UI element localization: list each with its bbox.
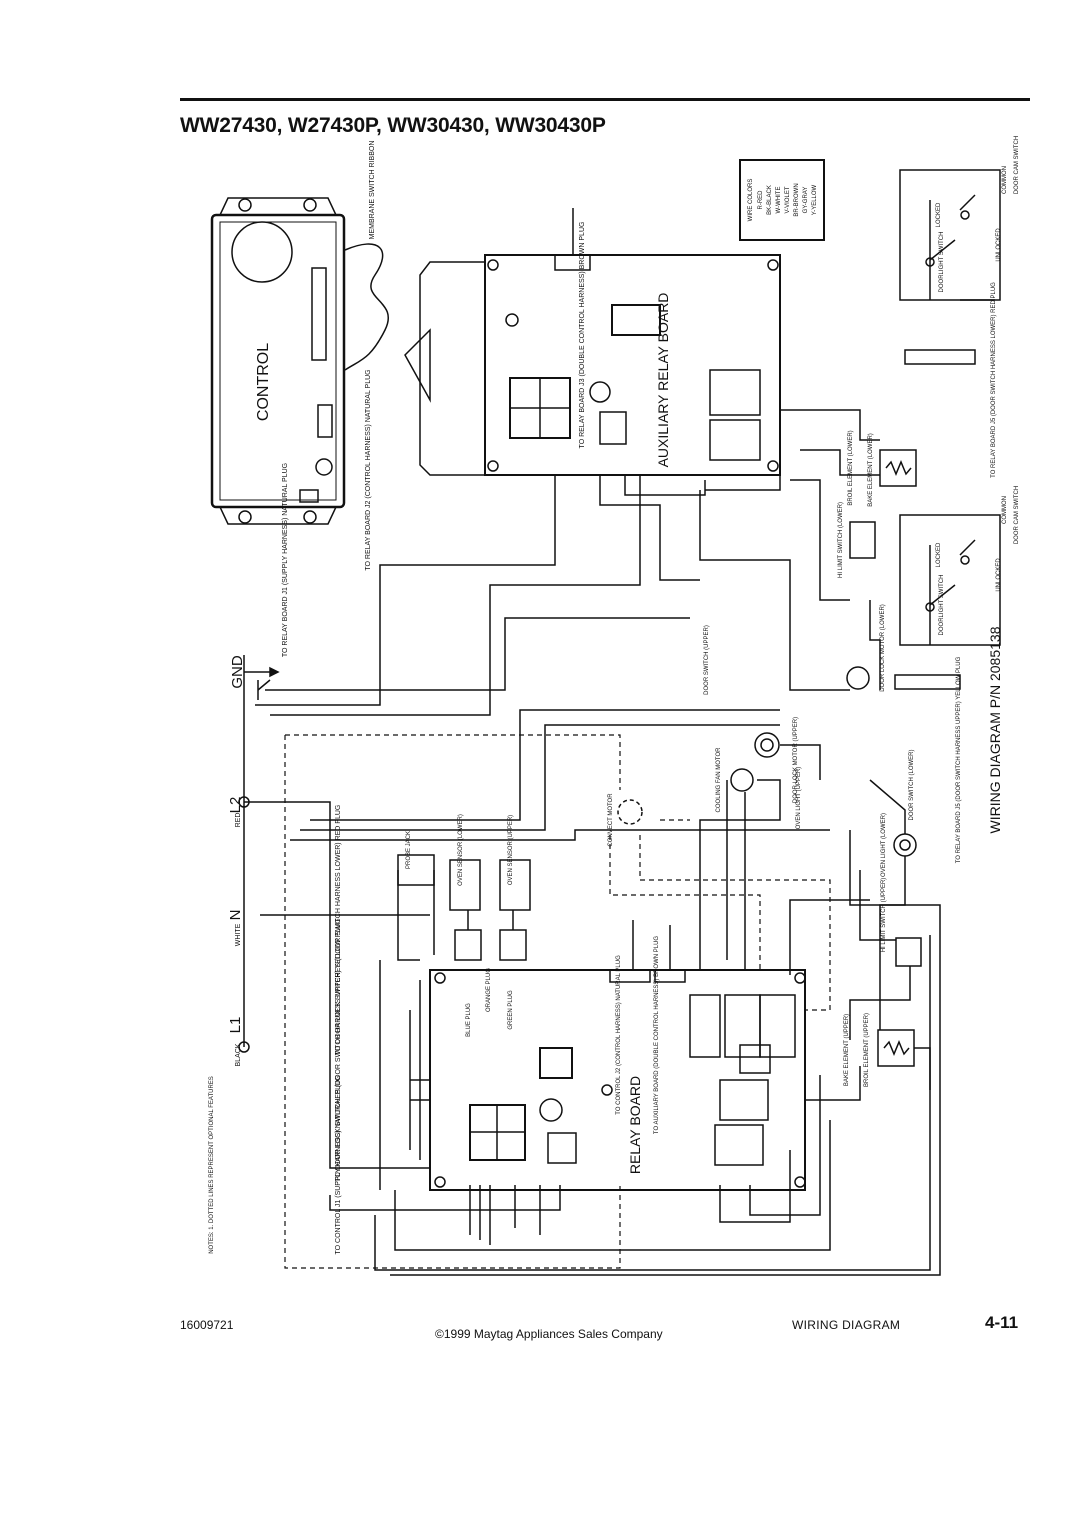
header-rule: [180, 98, 1030, 101]
wire-colors-list: R-RED BK-BLACK W-WHITE V-VIOLET BR-BROWN…: [758, 183, 818, 216]
wire-color-item: W-WHITE: [776, 187, 782, 214]
part-number-label: WIRING DIAGRAM P/N 2085138: [987, 626, 1003, 833]
aux-j3-label: TO RELAY BOARD J3 (DOUBLE CONTROL HARNES…: [579, 222, 586, 449]
wire-color-item: Y-YELLOW: [812, 184, 818, 215]
auxiliary-relay-board-label: AUXILIARY RELAY BOARD: [655, 293, 671, 468]
door-lock-motor-upper-label: DOOR LOCK MOTOR (UPPER): [793, 717, 799, 803]
l2-label: L2: [227, 797, 244, 814]
common-label-upper: COMMON: [1002, 166, 1008, 194]
j1-plug-label: TO RELAY BOARD J1 (SUPPLY HARNESS) NATUR…: [282, 463, 289, 657]
oven-light-upper-label: OVEN LIGHT (UPPER): [796, 767, 802, 830]
bake-element-lower-label: BAKE ELEMENT (LOWER): [868, 433, 874, 507]
probe-jack-label: PROBE JACK: [406, 831, 412, 869]
cooling-fan-motor-label: COOLING FAN MOTOR: [716, 747, 722, 813]
j5-red-plug-label: TO RELAY BOARD J5 (DOOR SWITCH HARNESS L…: [991, 282, 997, 478]
copyright: ©1999 Maytag Appliances Sales Company: [435, 1327, 663, 1341]
unlocked-label-upper: UNLOCKED: [996, 228, 1002, 262]
notes-label: NOTES: 1. DOTTED LINES REPRESENT OPTIONA…: [209, 1076, 215, 1254]
doorlight-switch-upper-label: DOORLIGHT SWITCH: [939, 232, 945, 293]
l1-color: BLACK: [235, 1043, 242, 1066]
wire-color-item: V-VIOLET: [785, 186, 791, 213]
broil-element-lower-label: BROIL ELEMENT (LOWER): [848, 430, 854, 505]
wire-color-item: R-RED: [758, 190, 764, 210]
locked-label-lower: LOCKED: [936, 542, 942, 567]
common-label-lower: COMMON: [1002, 496, 1008, 524]
oven-sensor-lower-label: OVEN SENSOR (LOWER): [458, 814, 464, 886]
wire-colors-title: WIRE COLORS: [748, 179, 754, 222]
page-title: WW27430, W27430P, WW30430, WW30430P: [180, 114, 606, 137]
bake-element-upper-label: BAKE ELEMENT (UPPER): [844, 1014, 850, 1086]
control-label: CONTROL: [255, 343, 272, 421]
l1-label: L1: [227, 1017, 244, 1034]
orange-plug-label: ORANGE PLUG: [486, 968, 492, 1012]
doorlight-switch-lower-label: DOORLIGHT SWITCH: [939, 575, 945, 636]
door-switch-upper-label: DOOR SWITCH (UPPER): [704, 625, 710, 695]
oven-sensor-upper-label: OVEN SENSOR (UPPER): [508, 815, 514, 885]
door-cam-switch-upper-label: DOOR CAM SWITCH: [1014, 136, 1020, 194]
relay-board-label: RELAY BOARD: [627, 1076, 643, 1174]
green-plug-label: GREEN PLUG: [508, 990, 514, 1030]
door-lock-motor-lower-label: DOOR LOCK MOTOR (LOWER): [880, 604, 886, 692]
membrane-switch-label: MEMBRANE SWITCH RIBBON: [369, 141, 376, 240]
j2-plug-label: TO RELAY BOARD J2 (CONTROL HARNESS) NATU…: [365, 369, 372, 570]
section-title: WIRING DIAGRAM: [792, 1318, 901, 1332]
control-module: [210, 213, 346, 509]
document-number: 16009721: [180, 1318, 234, 1332]
wire-colors-legend: [739, 159, 825, 241]
door-cam-switch-lower-label: DOOR CAM SWITCH: [1014, 486, 1020, 544]
hi-limit-upper-label: HI LIMIT SWITCH (UPPER): [881, 878, 887, 953]
wire-color-item: GY-GRAY: [803, 187, 809, 214]
unlocked-label-lower: UNLOCKED: [996, 558, 1002, 592]
wire-color-item: BK-BLACK: [767, 185, 773, 215]
j5-yellow-plug-label: TO RELAY BOARD J5 (DOOR SWITCH HARNESS U…: [956, 656, 962, 863]
control-j1-harness-label: TO CONTROL J1 (SUPPLY HARNESS) NATURAL P…: [335, 1075, 342, 1254]
blue-plug-label: BLUE PLUG: [466, 1003, 472, 1037]
l2-color: RED: [235, 813, 242, 828]
door-lock-lower-harness-label: TO DOOR LOCK SWITCHES (DOOR SWITCH HARNE…: [335, 805, 342, 1056]
convect-motor-label: CONVECT MOTOR: [608, 793, 614, 847]
door-lock-upper-harness-label: TO DOOR LOCK SWITCHES (DOOR SWITCH HARNE…: [335, 918, 342, 1181]
gnd-label: GND: [229, 655, 246, 689]
n-color: WHITE: [235, 923, 242, 946]
auxiliary-relay-board: [484, 254, 781, 476]
n-label: N: [227, 910, 244, 921]
page-number: 4-11: [985, 1313, 1019, 1332]
wire-color-item: BR-BROWN: [794, 183, 800, 216]
broil-element-upper-label: BROIL ELEMENT (UPPER): [864, 1013, 870, 1087]
oven-light-lower-label: OVEN LIGHT (LOWER): [881, 813, 887, 877]
aux-board-harness-label: TO AUXILIARY BOARD (DOUBLE CONTROL HARNE…: [654, 936, 660, 1134]
hi-limit-lower-label: HI LIMIT SWITCH (LOWER): [838, 502, 844, 578]
locked-label-upper: LOCKED: [936, 202, 942, 227]
door-switch-lower-label: DOOR SWITCH (LOWER): [909, 750, 915, 821]
control-j2-harness-label: TO CONTROL J2 (CONTROL HARNESS) NATURAL …: [616, 955, 622, 1115]
